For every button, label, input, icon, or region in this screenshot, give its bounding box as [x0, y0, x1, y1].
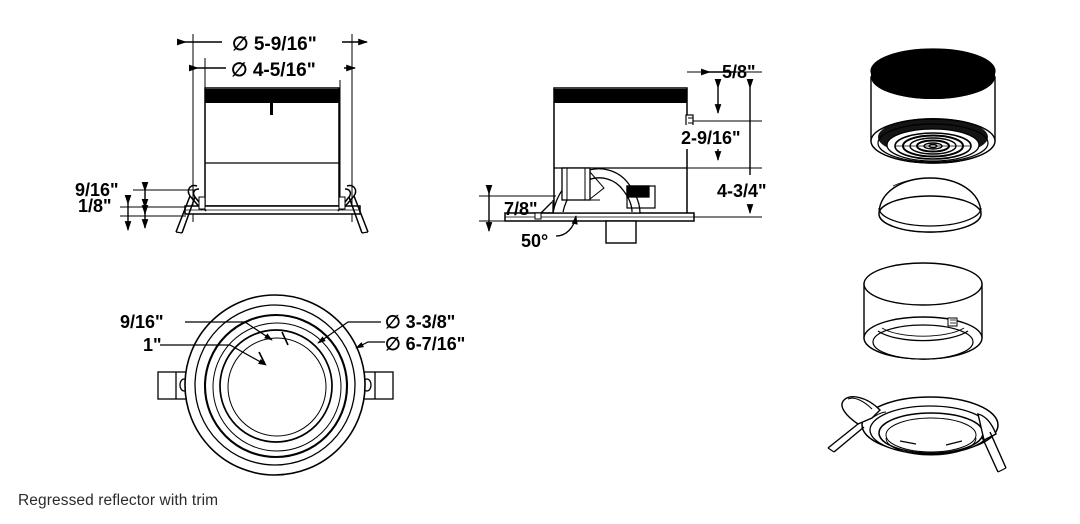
- exploded-spring-clip-right: [977, 413, 1007, 473]
- dim-trim-thickness: 1/8": [78, 195, 186, 231]
- dim-outer-diameter-label: ∅ 5-9/16": [232, 34, 317, 55]
- front-elevation-notch: [270, 103, 273, 115]
- dim-outer-diameter: ∅ 5-9/16": [177, 30, 368, 55]
- section-reflector-cone: [552, 167, 656, 214]
- front-elevation-cap-band: [205, 89, 339, 103]
- dim-flange-width: 9/16": [120, 312, 273, 341]
- dim-housing-height-label: 2-9/16": [681, 128, 741, 148]
- dim-regress-depth-label: 7/8": [504, 199, 538, 219]
- dim-inner-diameter-label: ∅ 4-5/16": [231, 60, 316, 81]
- dim-ring-width: 1": [143, 331, 289, 366]
- exploded-part-light-engine-housing: [870, 48, 996, 164]
- dim-top-offset-label: 5/8": [722, 62, 756, 82]
- drawing-caption: Regressed reflector with trim: [18, 492, 219, 509]
- dim-reflector-diameter: ∅ 6-7/16": [355, 334, 465, 354]
- dim-trim-thickness-label: 1/8": [78, 196, 112, 216]
- dim-housing-height: 2-9/16": [676, 79, 772, 161]
- section-view: 50° 7/8" 5/8" 2-9/16": [479, 62, 794, 251]
- exploded-can-connector: [947, 317, 958, 327]
- spring-clip-left: [175, 184, 207, 234]
- spring-clip-right: [337, 184, 369, 234]
- dim-aperture-diameter-label: ∅ 3-3/8": [385, 312, 455, 332]
- dim-inner-diameter: ∅ 4-5/16": [189, 56, 356, 81]
- exploded-housing-notch: [945, 85, 948, 98]
- dim-overall-height-label: 4-3/4": [717, 181, 767, 201]
- dim-top-offset: 5/8": [701, 62, 756, 82]
- front-elevation-body: [204, 87, 340, 207]
- dim-cutoff-angle-label: 50°: [521, 231, 548, 251]
- dim-aperture-diameter: ∅ 3-3/8": [317, 312, 455, 344]
- front-elevation-trim-flange: [184, 205, 361, 215]
- plan-view: 9/16" 1" ∅ 3-3/8" ∅ 6-7/16": [120, 294, 465, 476]
- exploded-part-reflector-cone: [878, 177, 982, 233]
- exploded-assembly-view: [827, 48, 1007, 473]
- section-lower-stub: [605, 220, 637, 244]
- dim-spring-offset-label: 9/16": [75, 180, 119, 200]
- dim-regress-depth: 7/8": [479, 185, 556, 232]
- exploded-spring-clip-left: [827, 396, 887, 453]
- dim-cutoff-angle: 50°: [521, 215, 578, 251]
- section-socket-block: [626, 185, 650, 198]
- exploded-part-trim-ring: [827, 396, 1007, 473]
- section-left-lip: [534, 200, 554, 220]
- exploded-part-housing-can: [863, 262, 983, 360]
- front-elevation-view: ∅ 5-9/16" ∅ 4-5/16": [75, 30, 369, 234]
- section-cap-band: [554, 89, 687, 103]
- dim-flange-width-label: 9/16": [120, 312, 164, 332]
- dim-overall-height: 4-3/4": [712, 79, 794, 214]
- dim-reflector-diameter-label: ∅ 6-7/16": [385, 334, 465, 354]
- dim-ring-width-label: 1": [143, 335, 162, 355]
